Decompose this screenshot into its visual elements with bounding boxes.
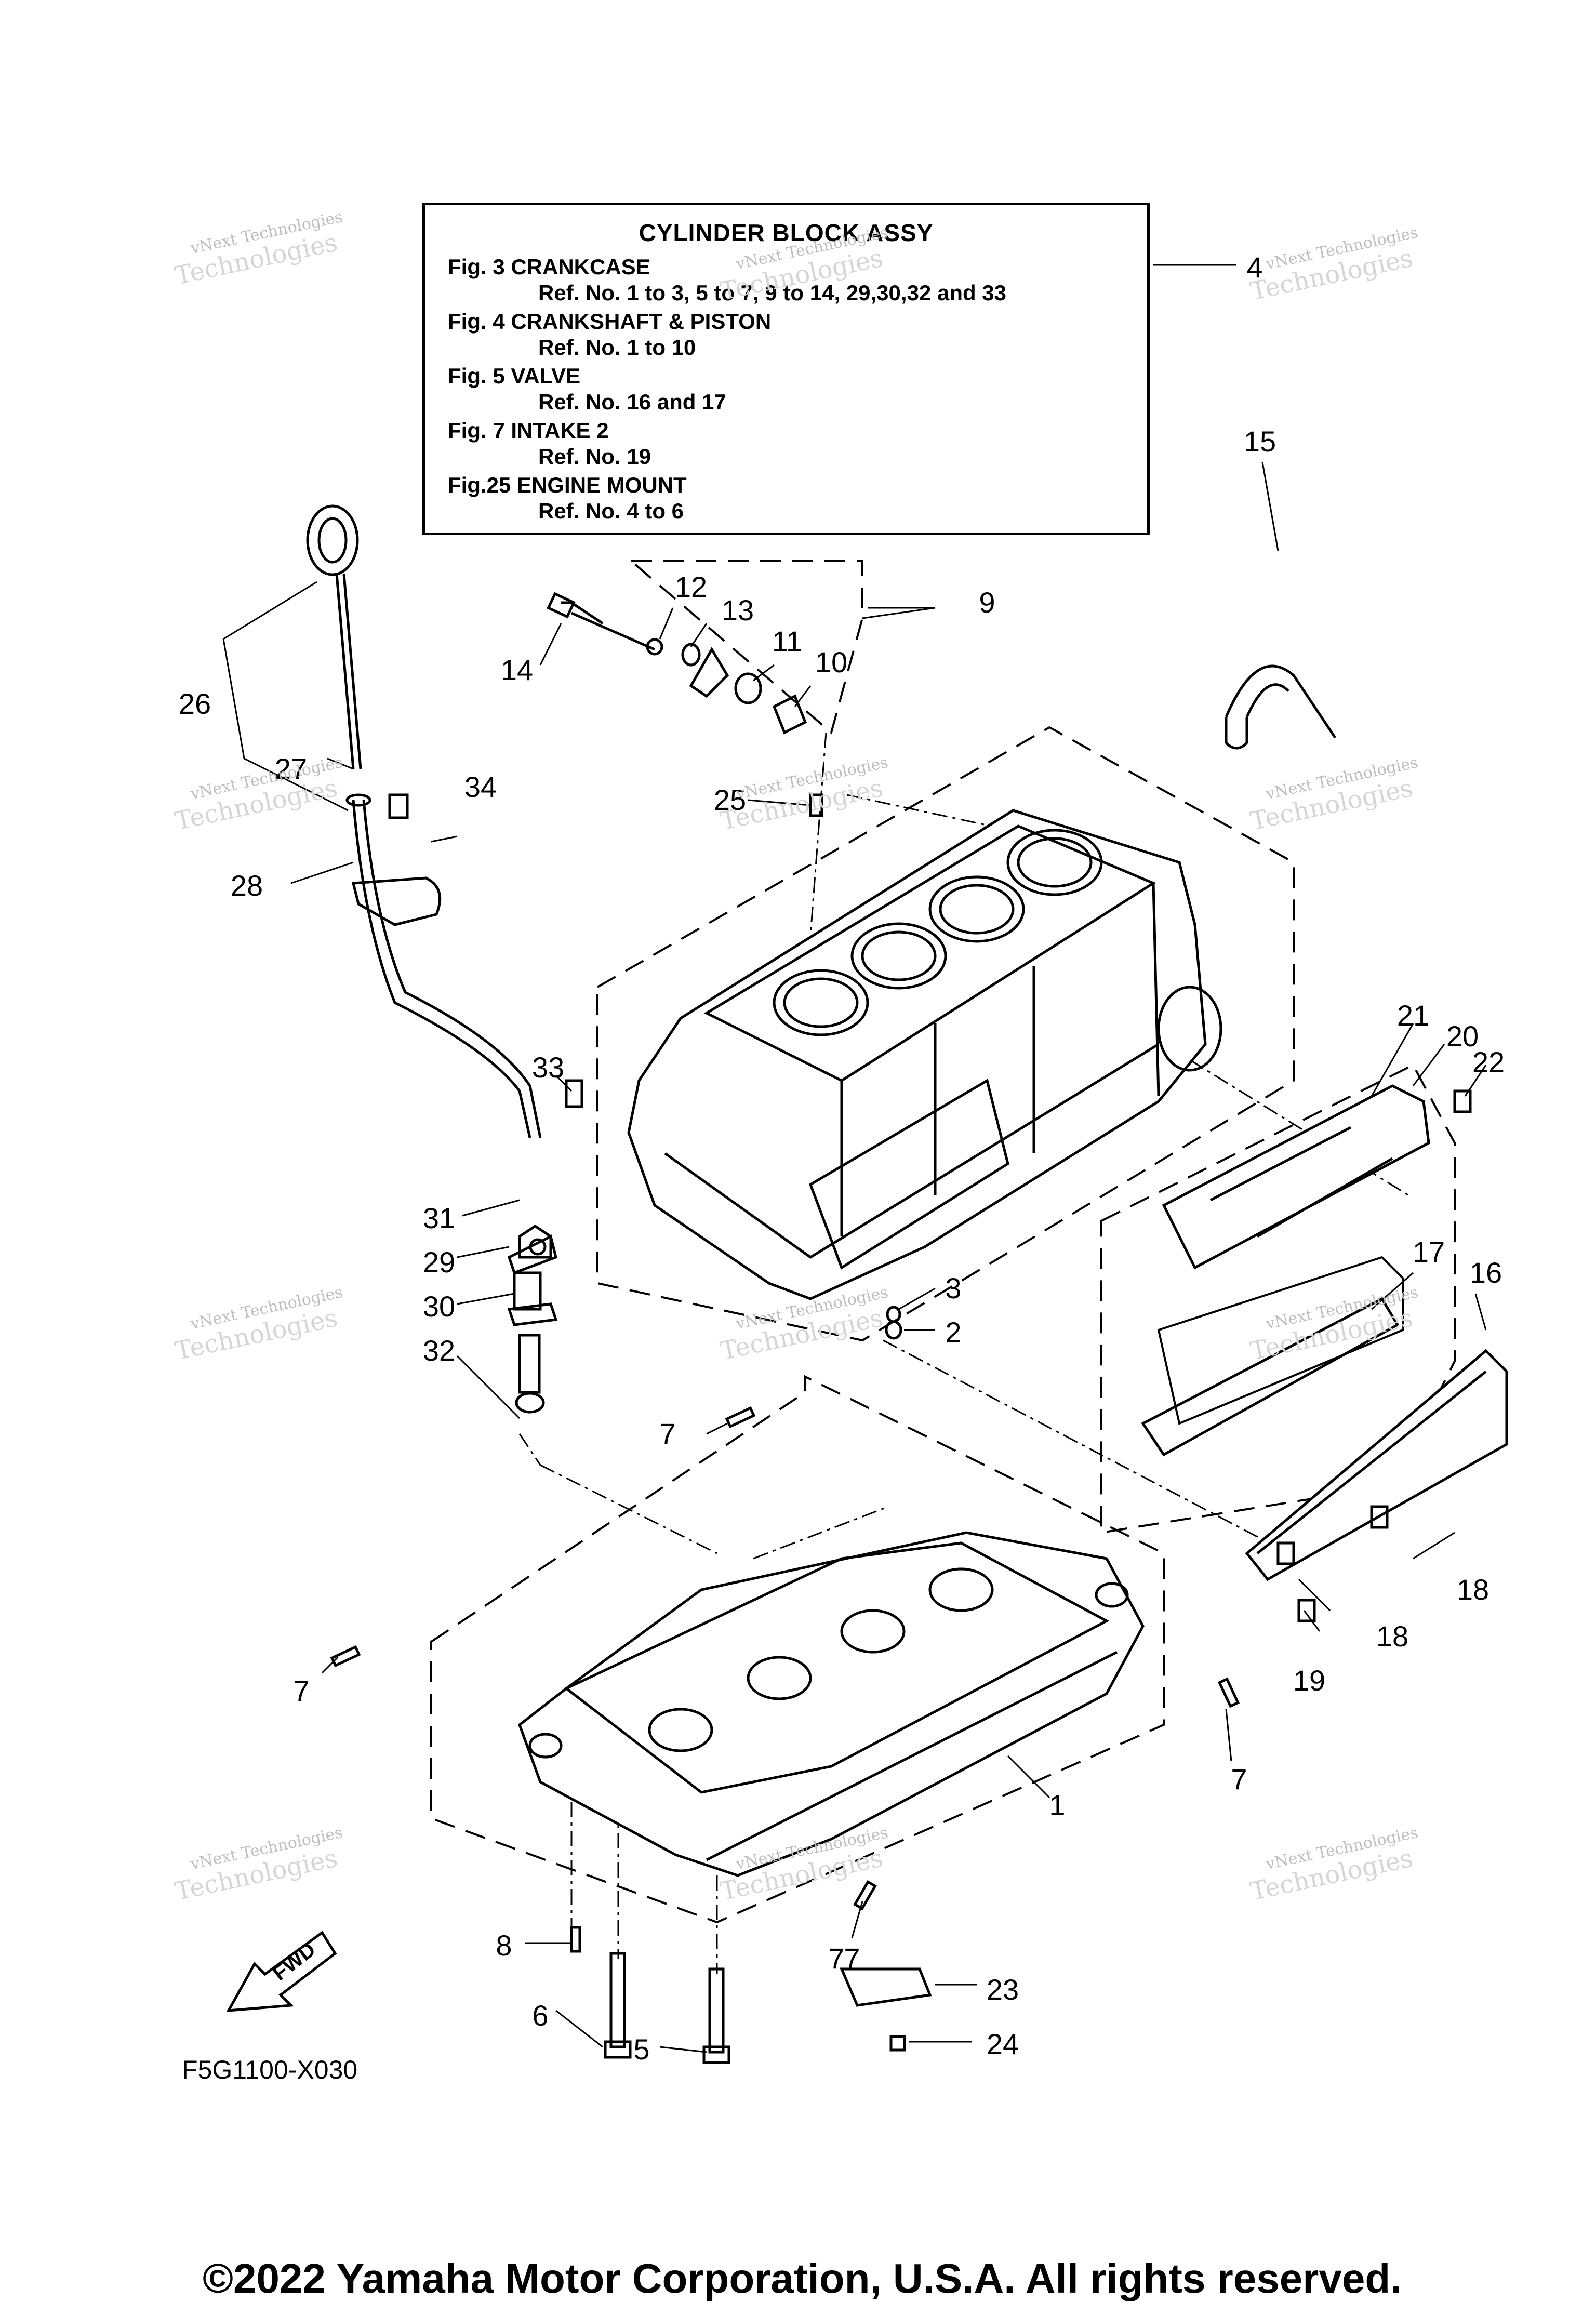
ref-entry: Ref. No. 16 and 17: [538, 390, 726, 414]
callout-number: 3: [945, 1272, 962, 1305]
diagram-code: F5G1100-X030: [182, 2055, 358, 2084]
copyright-notice: ©2022 Yamaha Motor Corporation, U.S.A. A…: [203, 2255, 1402, 2301]
ref-entry: Ref. No. 19: [538, 444, 651, 469]
crankcase: [518, 1531, 1145, 1877]
callout-number: 23: [986, 1973, 1019, 2006]
callout-number: 7: [659, 1417, 676, 1450]
intake-manifold: [1162, 1084, 1430, 1270]
callout-number: 29: [422, 1246, 456, 1279]
callout-number: 12: [674, 570, 708, 603]
ref-entry: Ref. No. 1 to 3, 5 to 7, 9 to 14, 29,30,…: [538, 281, 1007, 305]
dashed-outline-cylinder-block: [596, 726, 1295, 1342]
fig-entry: Fig. 7 INTAKE 2: [448, 418, 609, 443]
dipstick-assembly: [306, 504, 542, 1138]
callout-number: 5: [633, 2033, 650, 2066]
callout-number: 10: [815, 646, 848, 678]
callout-number: 18: [1456, 1573, 1489, 1606]
callout-number: 7: [293, 1674, 310, 1707]
ref-entry: Ref. No. 1 to 10: [538, 335, 696, 360]
callout-number: 17: [1412, 1235, 1445, 1268]
fig-entry: Fig.25 ENGINE MOUNT: [448, 473, 687, 497]
callout-number: 7: [844, 1942, 860, 1975]
reference-box-title: CYLINDER BLOCK ASSY: [639, 219, 934, 246]
fasteners-lower: [330, 793, 1472, 2064]
valve-cover-group: [1141, 1256, 1508, 1581]
callout-number: 21: [1396, 999, 1430, 1032]
callout-number: 2: [945, 1316, 962, 1349]
callout-number: 9: [979, 586, 995, 619]
callout-number: 27: [274, 752, 308, 785]
callout-number: 32: [422, 1334, 456, 1367]
callout-number: 15: [1243, 425, 1276, 458]
ref-entry: Ref. No. 4 to 6: [538, 499, 684, 523]
cylinder-block: [627, 809, 1222, 1300]
dashed-outline-cap-group: [628, 560, 863, 735]
callout-number: 7: [828, 1942, 845, 1975]
callout-number: 20: [1446, 1020, 1479, 1053]
callout-number: 30: [422, 1290, 456, 1323]
callout-number: 19: [1293, 1664, 1326, 1697]
callout-number: 24: [986, 2028, 1019, 2060]
fasteners-upper: [547, 592, 902, 1340]
dashed-outline-valve-cover: [1100, 1063, 1456, 1534]
callout-number: 13: [721, 594, 754, 627]
callout-number: 4: [1246, 251, 1263, 284]
breather-hose: [1225, 664, 1337, 750]
callout-number: 16: [1469, 1256, 1502, 1289]
callout-number: 14: [500, 654, 534, 686]
callout-number: 33: [531, 1051, 565, 1084]
callout-number: 28: [230, 869, 263, 902]
fig-entry: Fig. 5 VALVE: [448, 364, 581, 388]
fwd-arrow-icon: FWD: [226, 1931, 337, 2012]
dashed-outline-crankcase: [430, 1375, 1165, 1924]
callout-number: 8: [496, 1929, 512, 1962]
callout-number: 7: [1231, 1763, 1247, 1795]
callout-number: 34: [464, 770, 497, 803]
callout-number: 1: [1049, 1789, 1066, 1821]
callout-number: 31: [422, 1202, 456, 1234]
fig-entry: Fig. 4 CRANKSHAFT & PISTON: [448, 309, 772, 334]
callout-number: 18: [1376, 1620, 1409, 1653]
reference-box: CYLINDER BLOCK ASSY Fig. 3 CRANKCASE Ref…: [422, 203, 1150, 535]
callout-number: 25: [713, 783, 747, 816]
callout-number: 26: [178, 687, 211, 720]
oil-level-fittings: [507, 1079, 583, 1414]
fig-entry: Fig. 3 CRANKCASE: [448, 255, 650, 279]
callout-number: 11: [772, 625, 803, 658]
callout-number: 22: [1472, 1046, 1505, 1079]
callout-number: 6: [532, 1999, 549, 2032]
